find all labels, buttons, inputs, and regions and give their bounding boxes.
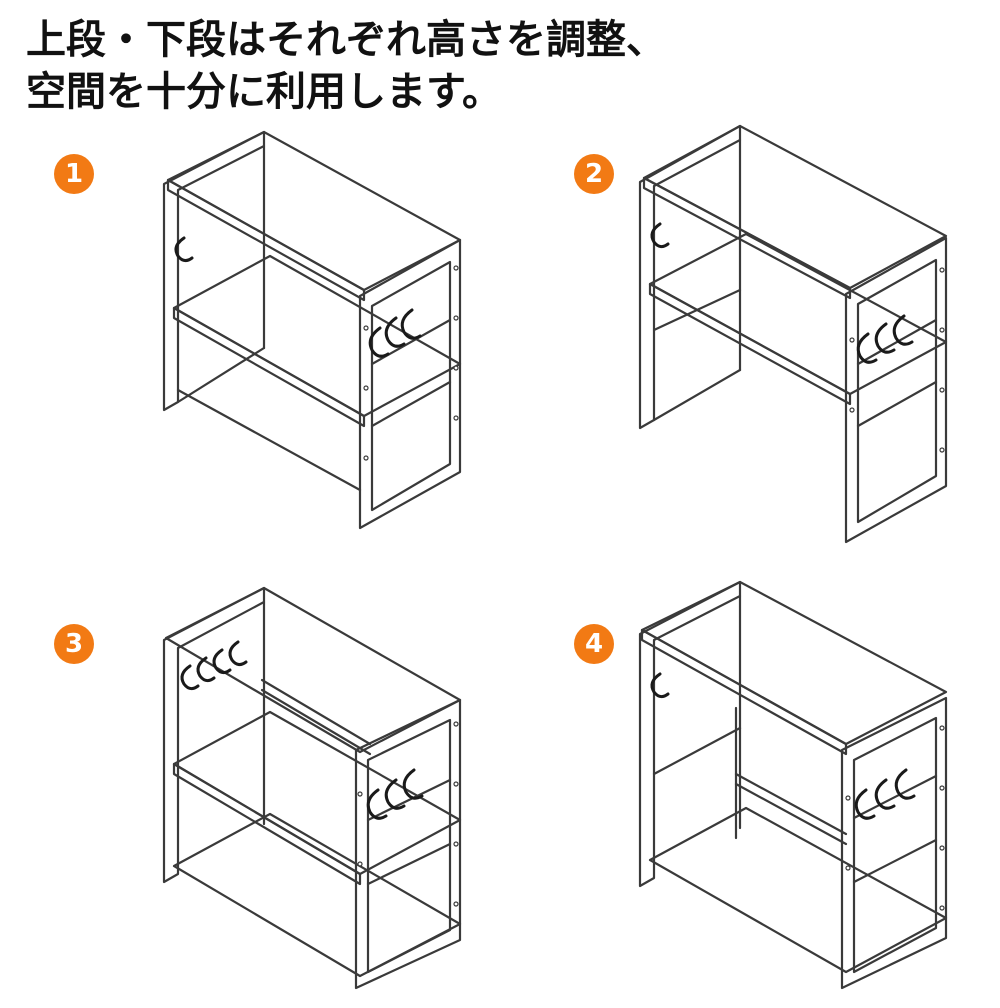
shelf-drawing-2 (638, 124, 948, 544)
heading-line-1: 上段・下段はそれぞれ高さを調整、 (26, 17, 666, 63)
heading: 上段・下段はそれぞれ高さを調整、 空間を十分に利用します。 (26, 14, 986, 118)
shelf-illustration-1 (160, 128, 490, 548)
step-badge-2: 2 (574, 154, 614, 194)
step-badge-4: 4 (574, 624, 614, 664)
shelf-illustration-3 (160, 584, 490, 1004)
step-badge-3: 3 (54, 624, 94, 664)
step-badge-1: 1 (54, 154, 94, 194)
shelf-drawing-3 (162, 586, 462, 990)
heading-line-2: 空間を十分に利用します。 (26, 69, 502, 115)
shelf-drawing-4 (638, 580, 948, 990)
shelf-illustration-4 (636, 578, 966, 998)
shelf-illustration-2 (636, 120, 966, 544)
shelf-drawing-1 (162, 130, 462, 530)
